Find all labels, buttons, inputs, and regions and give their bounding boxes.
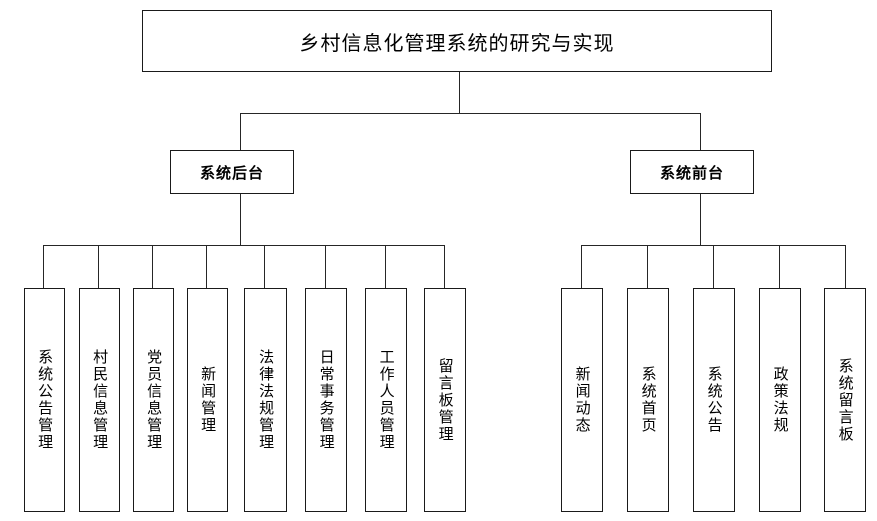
leaf-node-label: 法律法规管理 xyxy=(257,349,276,451)
connector-backend-drop xyxy=(240,113,241,150)
root-node-label: 乡村信息化管理系统的研究与实现 xyxy=(299,30,615,55)
connector-frontend-drop xyxy=(700,113,701,150)
connector-leaf-drop-12 xyxy=(779,245,780,288)
connector-level2-bus xyxy=(240,113,701,114)
connector-backend-stem xyxy=(240,194,241,245)
connector-leaf-drop-2 xyxy=(98,245,99,288)
branch-node-frontend[interactable]: 系统前台 xyxy=(630,150,754,194)
leaf-node-news-updates[interactable]: 新闻动态 xyxy=(561,288,603,512)
leaf-node-message-board-mgmt[interactable]: 留言板管理 xyxy=(424,288,466,512)
leaf-node-system-homepage[interactable]: 系统首页 xyxy=(627,288,669,512)
branch-node-backend[interactable]: 系统后台 xyxy=(170,150,294,194)
leaf-node-label: 新闻管理 xyxy=(199,366,218,434)
connector-leaf-drop-7 xyxy=(385,245,386,288)
connector-leaf-drop-3 xyxy=(152,245,153,288)
leaf-node-villager-info-mgmt[interactable]: 村民信息管理 xyxy=(79,288,120,512)
root-node[interactable]: 乡村信息化管理系统的研究与实现 xyxy=(142,10,772,72)
connector-backend-leaf-bus xyxy=(43,245,444,246)
leaf-node-staff-mgmt[interactable]: 工作人员管理 xyxy=(365,288,407,512)
leaf-node-label: 村民信息管理 xyxy=(91,349,110,451)
branch-node-frontend-label: 系统前台 xyxy=(659,163,724,182)
leaf-node-label: 新闻动态 xyxy=(573,366,592,434)
connector-root-drop xyxy=(459,72,460,113)
connector-frontend-stem xyxy=(700,194,701,245)
connector-leaf-drop-9 xyxy=(581,245,582,288)
leaf-node-system-announcement-mgmt[interactable]: 系统公告管理 xyxy=(24,288,65,512)
leaf-node-daily-affairs-mgmt[interactable]: 日常事务管理 xyxy=(305,288,347,512)
connector-leaf-drop-8 xyxy=(444,245,445,288)
leaf-node-label: 系统首页 xyxy=(639,366,658,434)
leaf-node-news-mgmt[interactable]: 新闻管理 xyxy=(187,288,228,512)
leaf-node-label: 党员信息管理 xyxy=(145,349,164,451)
connector-leaf-drop-10 xyxy=(647,245,648,288)
leaf-node-label: 工作人员管理 xyxy=(377,349,396,451)
leaf-node-party-member-info-mgmt[interactable]: 党员信息管理 xyxy=(133,288,174,512)
leaf-node-label: 政策法规 xyxy=(771,366,790,434)
connector-leaf-drop-6 xyxy=(325,245,326,288)
leaf-node-label: 日常事务管理 xyxy=(317,349,336,451)
leaf-node-label: 留言板管理 xyxy=(436,357,455,443)
leaf-node-label: 系统公告管理 xyxy=(36,349,55,451)
branch-node-backend-label: 系统后台 xyxy=(199,163,264,182)
leaf-node-policy-regulation[interactable]: 政策法规 xyxy=(759,288,801,512)
leaf-node-law-regulation-mgmt[interactable]: 法律法规管理 xyxy=(244,288,287,512)
connector-leaf-drop-13 xyxy=(845,245,846,288)
connector-leaf-drop-4 xyxy=(206,245,207,288)
leaf-node-system-message-board[interactable]: 系统留言板 xyxy=(824,288,866,512)
connector-leaf-drop-5 xyxy=(264,245,265,288)
leaf-node-label: 系统公告 xyxy=(705,366,724,434)
leaf-node-label: 系统留言板 xyxy=(836,357,855,443)
leaf-node-system-announcement[interactable]: 系统公告 xyxy=(693,288,735,512)
connector-leaf-drop-11 xyxy=(713,245,714,288)
connector-leaf-drop-1 xyxy=(43,245,44,288)
